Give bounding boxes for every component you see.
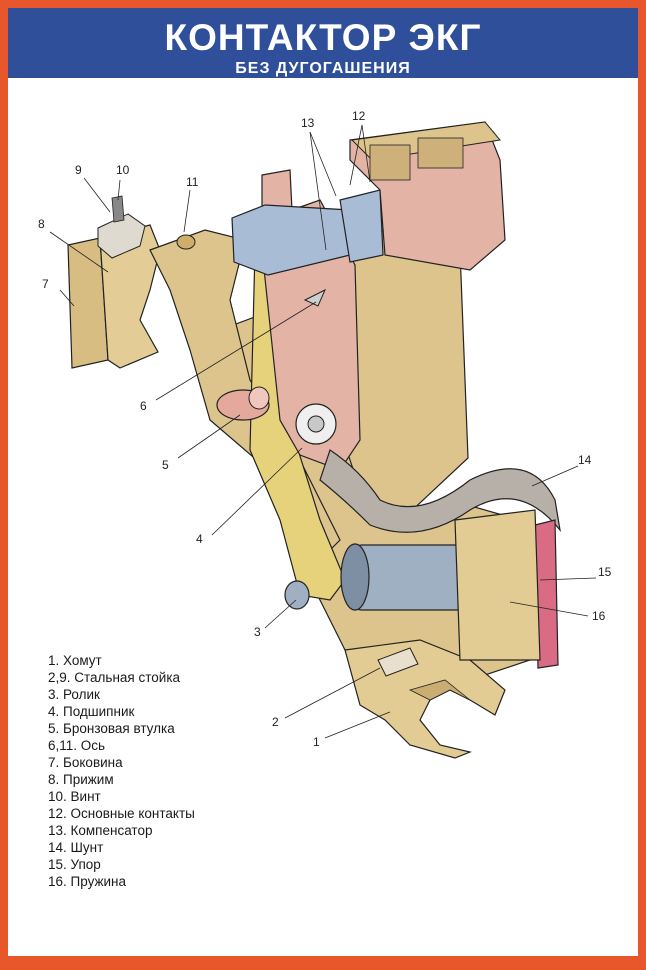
- contact-slot-2: [417, 137, 464, 169]
- legend-item: 7. Боковина: [48, 755, 123, 770]
- legend-item: 15. Упор: [48, 857, 101, 872]
- steel-post-2: [377, 647, 419, 677]
- bottom-frame-bar: [0, 956, 646, 970]
- steel-post-9: [97, 213, 146, 259]
- callout-3: 3: [254, 625, 261, 639]
- callout-2: 2: [272, 715, 279, 729]
- callout-1: 1: [313, 735, 320, 749]
- legend-item: 8. Прижим: [48, 772, 114, 787]
- callout-7: 7: [42, 277, 49, 291]
- callout-5: 5: [162, 458, 169, 472]
- axis-11: [176, 234, 196, 250]
- callout-9: 9: [75, 163, 82, 177]
- legend-item: 1. Хомут: [48, 653, 102, 668]
- poster-subtitle: БЕЗ ДУГОГАШЕНИЯ: [235, 60, 411, 77]
- callout-6: 6: [140, 399, 147, 413]
- callout-8: 8: [38, 217, 45, 231]
- compensator-13-right: [339, 189, 384, 263]
- callout-15: 15: [598, 565, 612, 579]
- legend-item: 2,9. Стальная стойка: [48, 670, 181, 685]
- legend-item: 6,11. Ось: [48, 738, 106, 753]
- legend-item: 13. Компенсатор: [48, 823, 153, 838]
- legend-item: 16. Пружина: [48, 874, 127, 889]
- pressure-plate-8: [99, 224, 161, 369]
- bearing-4-inner: [307, 415, 325, 433]
- callout-13: 13: [301, 116, 315, 130]
- callout-12: 12: [352, 109, 366, 123]
- callout-10: 10: [116, 163, 130, 177]
- title-banner: КОНТАКТОР ЭКГ БЕЗ ДУГОГАШЕНИЯ: [8, 8, 638, 78]
- roller-3: [284, 580, 310, 610]
- callout-16: 16: [592, 609, 606, 623]
- legend-item: 3. Ролик: [48, 687, 100, 702]
- stop-15-bracket: [454, 509, 541, 661]
- bronze-sleeve-5-end: [248, 386, 270, 410]
- callout-14: 14: [578, 453, 592, 467]
- leader-lines: [49, 124, 597, 739]
- shunt-14: [319, 449, 561, 533]
- legend-item: 4. Подшипник: [48, 704, 135, 719]
- legend-item: 5. Бронзовая втулка: [48, 721, 175, 736]
- callout-11: 11: [186, 175, 199, 189]
- callout-4: 4: [196, 532, 203, 546]
- axis-6: [303, 288, 327, 307]
- poster-title: КОНТАКТОР ЭКГ: [164, 17, 482, 58]
- legend-item: 14. Шунт: [48, 840, 104, 855]
- spring-16-cap: [340, 543, 370, 611]
- contact-slot-1: [369, 144, 411, 181]
- clamp-shadow: [408, 679, 471, 701]
- legend-item: 10. Винт: [48, 789, 101, 804]
- parts-legend: 1. Хомут 2,9. Стальная стойка 3. Ролик 4…: [48, 652, 195, 890]
- legend-item: 12. Основные контакты: [48, 806, 195, 821]
